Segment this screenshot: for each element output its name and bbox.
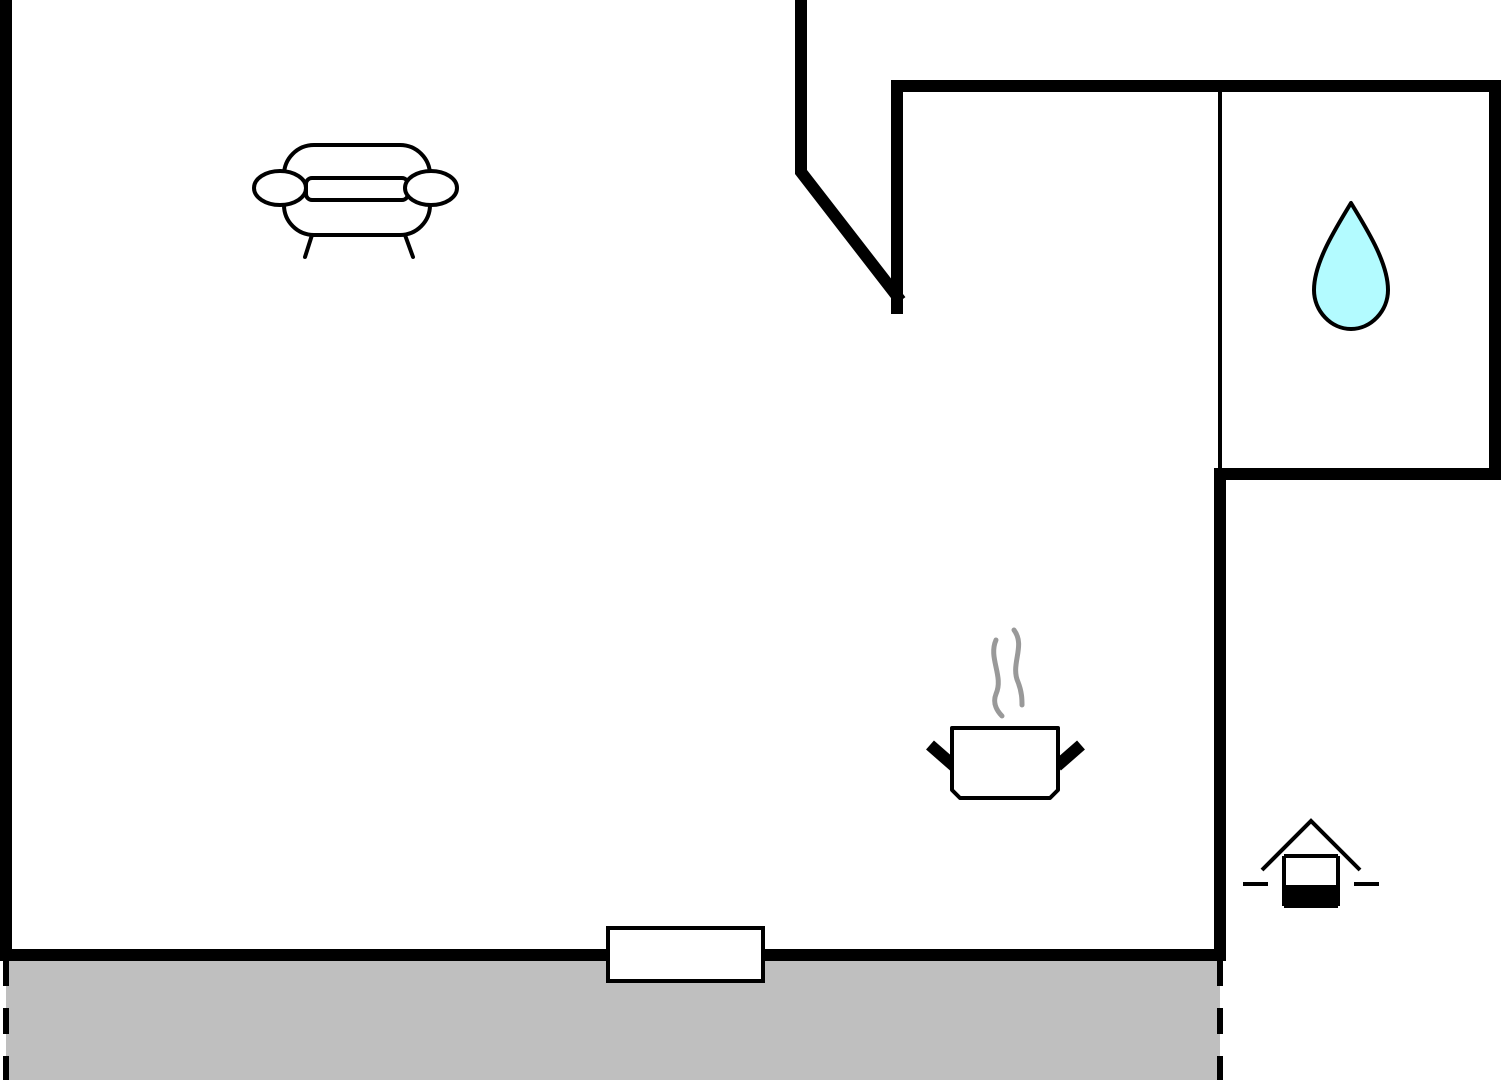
- cooking-pot-icon: [926, 627, 1085, 800]
- steam-icon: [991, 637, 1005, 719]
- wall-top-right: [891, 80, 1501, 480]
- water-drop-icon: [1312, 201, 1390, 331]
- window: [606, 926, 765, 983]
- walls: [0, 0, 1501, 961]
- well-icon: [1243, 818, 1379, 908]
- sofa-icon: [252, 143, 459, 259]
- wall-angled: [795, 0, 906, 305]
